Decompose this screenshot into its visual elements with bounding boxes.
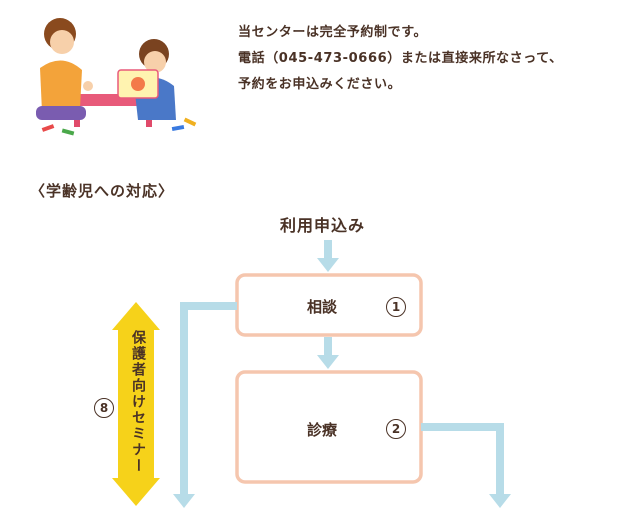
seminar-label: 保護者向けセミナー <box>130 330 146 474</box>
arrow-consult-to-treatment <box>317 337 339 369</box>
step-number-treatment: 2 <box>386 419 406 439</box>
intro-line: 当センターは完全予約制です。 <box>238 25 428 40</box>
step-label-treatment: 診療 <box>307 421 338 439</box>
section-title: 〈学齢児への対応〉 <box>30 182 175 200</box>
intro-text: 当センターは完全予約制です。 電話（045-473-0666）または直接来所なさ… <box>238 20 618 98</box>
intro-line: 予約をお申込みください。 <box>238 77 402 92</box>
intro-line: 電話（045-473-0666）または直接来所なさって、 <box>238 51 563 66</box>
arrow-consult-branch-down <box>173 302 237 508</box>
start-label: 利用申込み <box>280 216 366 235</box>
step-label-consultation: 相談 <box>307 298 338 316</box>
seminar-number: 8 <box>94 398 114 418</box>
arrow-start-to-consult <box>317 240 339 272</box>
children-playing-illustration <box>36 18 197 136</box>
seminar-double-arrow <box>112 302 160 506</box>
step-number-consultation: 1 <box>386 297 406 317</box>
arrow-treatment-branch-down <box>421 423 511 508</box>
